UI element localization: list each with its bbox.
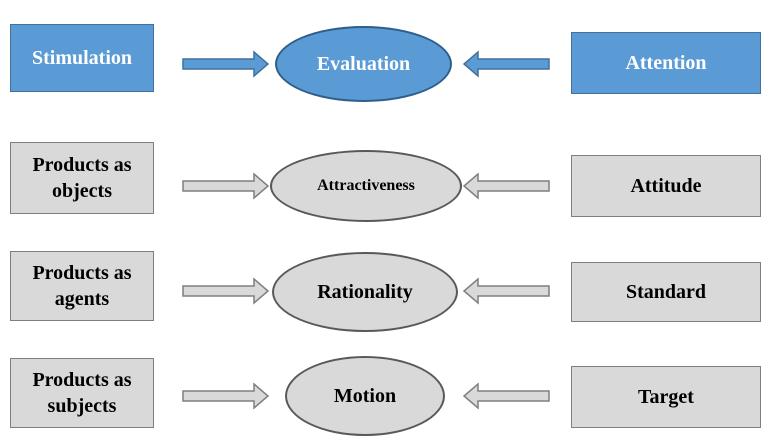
attractiveness-ellipse: Attractiveness: [270, 150, 462, 222]
stimulation-box: Stimulation: [10, 24, 154, 92]
arrow-stimulation-to-evaluation: [182, 50, 270, 78]
attractiveness-label: Attractiveness: [317, 176, 415, 194]
arrow-standard-to-rationality: [462, 277, 550, 305]
target-box: Target: [571, 366, 761, 428]
attention-label: Attention: [625, 52, 707, 74]
evaluation-label: Evaluation: [316, 53, 411, 75]
standard-box: Standard: [571, 262, 761, 322]
products-as-agents-line2: agents: [54, 288, 110, 310]
rationality-ellipse: Rationality: [272, 252, 458, 332]
target-label: Target: [638, 386, 694, 408]
motion-label: Motion: [333, 385, 397, 407]
products-as-objects-line2: objects: [52, 180, 112, 202]
arrow-attention-to-evaluation: [462, 50, 550, 78]
products-as-subjects-label: Products as subjects: [32, 367, 131, 419]
products-as-agents-box: Products as agents: [10, 251, 154, 321]
products-as-agents-label: Products as agents: [32, 260, 131, 312]
arrow-target-to-motion: [462, 382, 550, 410]
arrow-objects-to-attractiveness: [182, 172, 270, 200]
products-as-objects-box: Products as objects: [10, 142, 154, 214]
products-as-subjects-line1: Products as: [32, 369, 132, 391]
standard-label: Standard: [625, 281, 707, 303]
evaluation-ellipse: Evaluation: [275, 26, 452, 102]
stimulation-label: Stimulation: [31, 47, 133, 69]
rationality-label: Rationality: [317, 281, 413, 303]
products-as-subjects-line2: subjects: [47, 395, 117, 417]
attention-box: Attention: [571, 32, 761, 94]
arrow-subjects-to-motion: [182, 382, 270, 410]
products-as-objects-line1: Products as: [32, 154, 132, 176]
products-as-objects-label: Products as objects: [32, 152, 131, 204]
products-as-subjects-box: Products as subjects: [10, 358, 154, 428]
products-as-agents-line1: Products as: [32, 262, 132, 284]
motion-ellipse: Motion: [285, 356, 445, 436]
arrow-agents-to-rationality: [182, 277, 270, 305]
arrow-attitude-to-attractiveness: [462, 172, 550, 200]
attitude-box: Attitude: [571, 155, 761, 217]
attitude-label: Attitude: [630, 175, 702, 197]
